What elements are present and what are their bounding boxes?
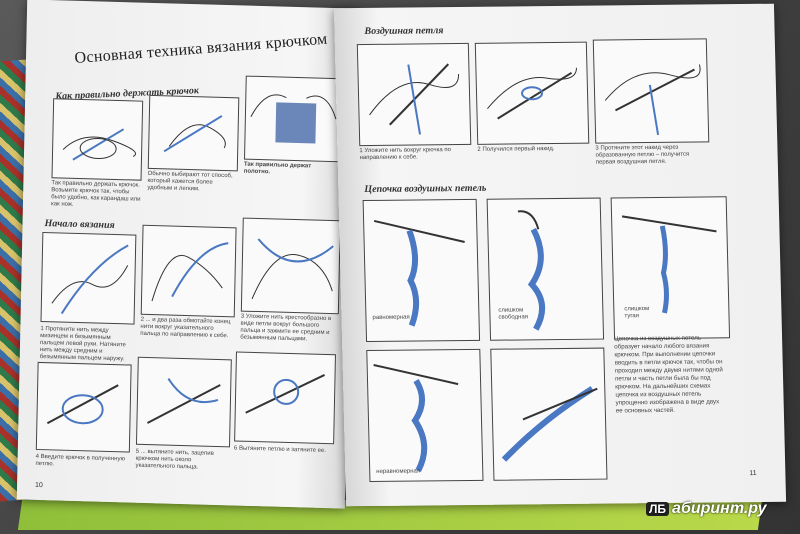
label-chain-tight: слишком тугая xyxy=(624,306,650,320)
illustration-chain-hook xyxy=(490,347,608,481)
page-number-left: 10 xyxy=(34,481,43,490)
chain-description: Цепочка из воздушных петель образует нач… xyxy=(613,334,723,415)
caption-rstep-1: 1 Уложите нить вокруг крючка по направле… xyxy=(359,147,452,162)
caption-rstep-3: 3 Протяните этот накид через образованну… xyxy=(595,144,690,166)
illustration-step-2 xyxy=(140,224,237,318)
label-chain-loose: слишком свободная xyxy=(498,307,529,321)
illustration-hold-1 xyxy=(51,98,144,181)
page-title: Основная техника вязания крючком xyxy=(73,30,329,68)
illustration-chain-loose: слишком свободная xyxy=(486,197,605,341)
first-yarnover-icon xyxy=(487,67,577,120)
illustration-chain-uneven: неравномерная xyxy=(366,348,484,483)
illustration-hold-3 xyxy=(244,75,342,163)
chain-tight-icon xyxy=(621,215,717,314)
caption-step-1: 1 Протяните нить между мизинцем и безымя… xyxy=(39,325,126,363)
hand-yarn-cross-icon xyxy=(251,238,334,300)
illustration-chain-tight: слишком тугая xyxy=(610,196,731,340)
illustration-rstep-1 xyxy=(356,42,472,147)
left-page: Основная техника вязания крючком Как пра… xyxy=(16,0,356,509)
watermark-text: абиринт.ру xyxy=(672,500,767,517)
caption-step-6: 6 Вытяните петлю и затяните ее. xyxy=(233,445,327,455)
section-heading-chain-loop: Воздушная петля xyxy=(364,25,444,37)
chain-uneven-icon xyxy=(373,364,459,472)
hook-in-loop-icon xyxy=(46,384,119,425)
illustration-step-1 xyxy=(40,231,137,325)
hook-catch-yarn-icon xyxy=(146,378,221,424)
hand-pencil-grip-icon xyxy=(163,115,226,153)
hook-through-chain-icon xyxy=(501,386,598,462)
caption-hold-1: Так правильно держать крючок. Возьмите к… xyxy=(50,180,141,208)
illustration-rstep-2 xyxy=(474,41,590,145)
illustration-step-5 xyxy=(135,356,232,448)
caption-hold-3: Так правильно держат полотно. xyxy=(243,161,312,176)
caption-hold-2: Обычно выбирают тот способ, который каже… xyxy=(147,170,233,193)
page-number-right: 11 xyxy=(749,469,757,478)
caption-step-4: 4 Введите крючок в полученную петлю. xyxy=(35,453,126,468)
caption-step-5: 5 ... вытяните нить, зацепив крючком нит… xyxy=(135,448,214,471)
illustration-step-4 xyxy=(35,361,132,453)
pull-loop-icon xyxy=(245,374,325,414)
caption-step-2: 2 ... и два раза обмотайте конец нити во… xyxy=(140,316,231,340)
chain-loose-icon xyxy=(517,210,545,331)
illustration-hold-2 xyxy=(147,94,240,172)
hand-hook-icon xyxy=(62,128,137,161)
chain-even-icon xyxy=(373,219,465,327)
illustration-rstep-3 xyxy=(592,38,710,144)
watermark-logo-icon: ЛБ xyxy=(646,502,670,516)
caption-rstep-2: 2 Получился первый накид. xyxy=(477,146,555,153)
label-chain-uneven: неравномерная xyxy=(376,468,421,475)
illustration-chain-even: равномерная xyxy=(362,198,481,343)
right-page: Воздушная петля 1 Уложите нить вокруг кр… xyxy=(333,3,787,507)
section-heading-start: Начало вязания xyxy=(44,218,115,231)
first-chain-icon xyxy=(604,64,701,136)
illustration-step-3 xyxy=(240,217,341,315)
illustration-step-6 xyxy=(234,351,336,445)
caption-step-3: 3 Уложите нить крестообразно в виде петл… xyxy=(240,313,332,343)
section-heading-chain: Цепочка воздушных петель xyxy=(364,182,487,196)
hand-yarn-wrap-icon xyxy=(151,242,229,302)
hands-fabric-icon xyxy=(250,94,337,144)
hook-wrap-yarn-icon xyxy=(369,63,460,135)
label-chain-even: равномерная xyxy=(372,314,410,321)
hand-yarn-icon xyxy=(51,244,129,315)
